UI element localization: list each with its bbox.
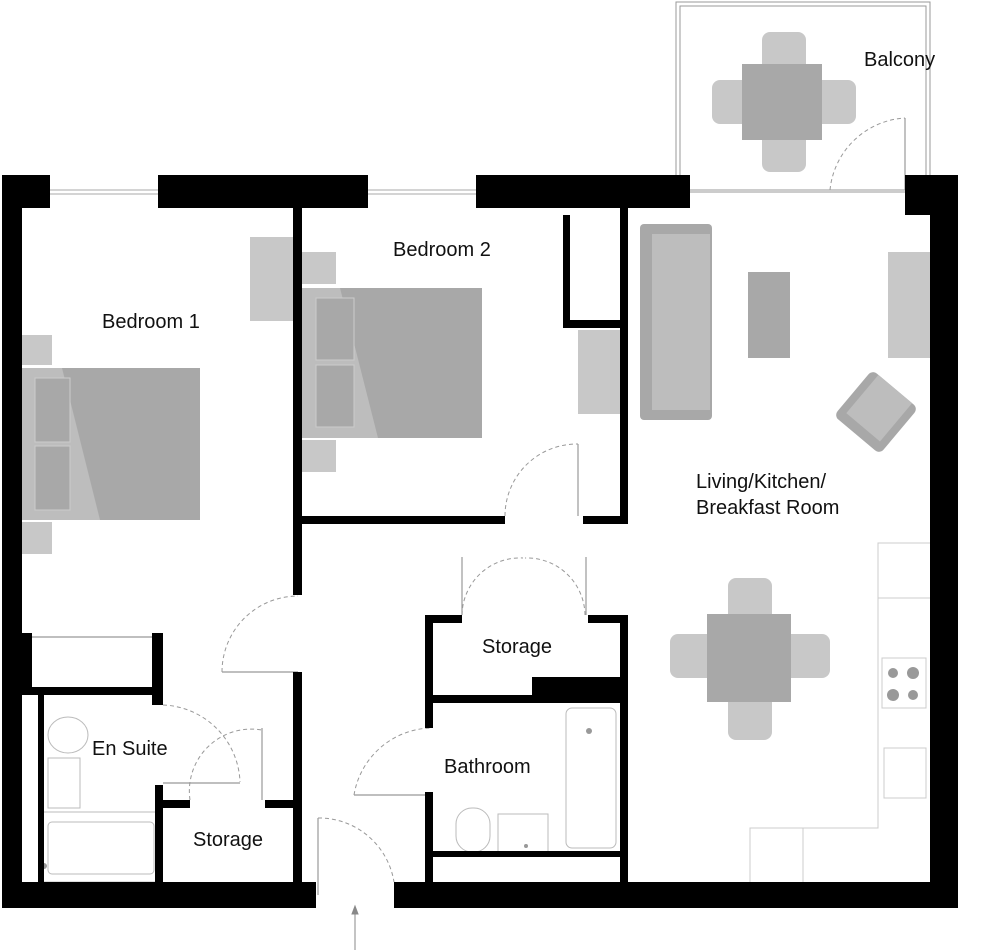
room-label-bathroom: Bathroom: [444, 756, 531, 778]
room-label-living-line1: Living/Kitchen/: [696, 471, 827, 493]
walls: [2, 175, 958, 908]
room-label-balcony: Balcony: [864, 49, 936, 71]
room-label-storage-hall: Storage: [482, 636, 553, 658]
furniture: [20, 32, 930, 740]
room-label-living-line2: Breakfast Room: [696, 497, 840, 519]
windows: [50, 189, 476, 195]
kitchen-units: [749, 542, 930, 885]
room-label-bedroom-1: Bedroom 1: [102, 311, 200, 333]
door-swings: [162, 117, 906, 883]
entrance-arrow-icon: [351, 904, 359, 950]
room-label-storage-en-suite: Storage: [193, 829, 264, 851]
room-label-bedroom-2: Bedroom 2: [393, 239, 491, 261]
balcony-outline: [675, 1, 931, 193]
hob-icon: [887, 667, 919, 701]
room-label-en-suite: En Suite: [92, 738, 168, 760]
